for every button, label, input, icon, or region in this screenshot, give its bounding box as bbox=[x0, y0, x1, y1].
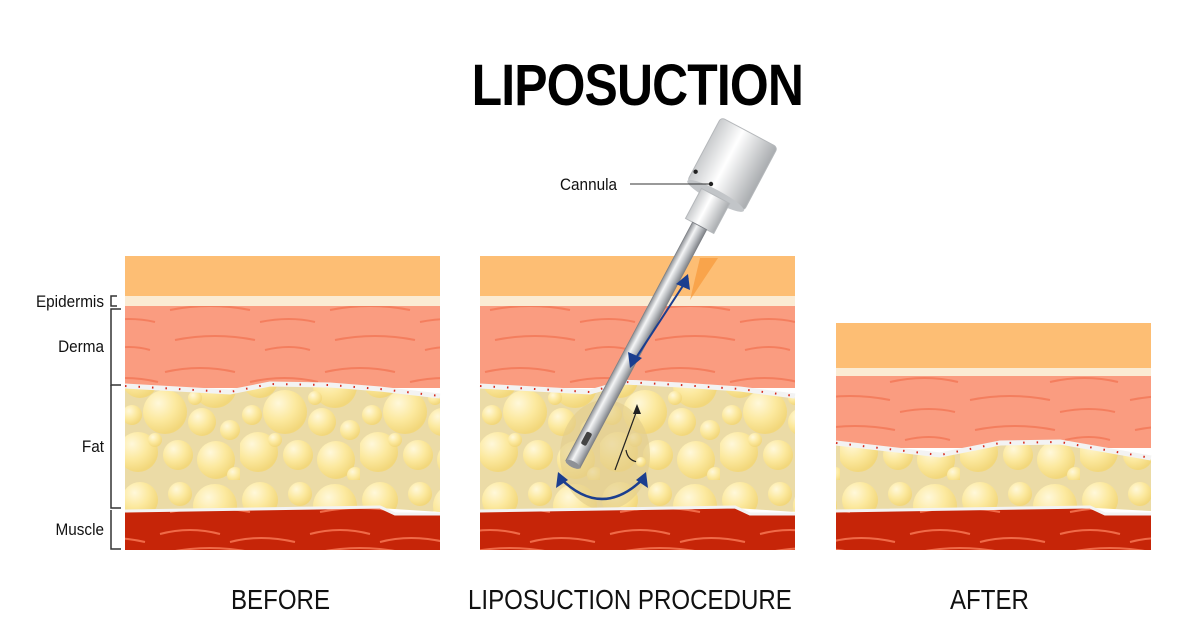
epidermis-label: Epidermis bbox=[35, 292, 104, 311]
layer-brackets bbox=[110, 295, 121, 550]
cannula-label: Cannula bbox=[560, 175, 617, 194]
fat-label: Fat bbox=[81, 437, 104, 456]
derma-layer bbox=[836, 376, 1151, 448]
fat-layer bbox=[125, 385, 440, 512]
top-skin-layer bbox=[480, 256, 795, 296]
fat-layer bbox=[836, 443, 1151, 511]
after-panel bbox=[835, 323, 1152, 550]
cannula bbox=[565, 118, 777, 469]
before-panel bbox=[124, 256, 441, 550]
epidermis-layer bbox=[125, 296, 440, 306]
top-skin-layer bbox=[836, 323, 1151, 368]
derma-label: Derma bbox=[58, 337, 104, 356]
page-title: LIPOSUCTION bbox=[471, 53, 804, 118]
before-caption: BEFORE bbox=[231, 584, 331, 615]
derma-layer bbox=[125, 306, 440, 388]
procedure-panel bbox=[479, 256, 796, 550]
motion-arrows bbox=[556, 274, 690, 501]
epidermis-layer bbox=[836, 368, 1151, 376]
muscle-layer bbox=[836, 507, 1151, 550]
procedure-caption: LIPOSUCTION PROCEDURE bbox=[468, 584, 792, 615]
epidermis-layer bbox=[480, 296, 795, 306]
muscle-layer bbox=[480, 507, 795, 550]
top-skin-layer bbox=[125, 256, 440, 296]
after-caption: AFTER bbox=[950, 584, 1029, 615]
muscle-layer bbox=[125, 507, 440, 550]
muscle-label: Muscle bbox=[55, 520, 104, 539]
